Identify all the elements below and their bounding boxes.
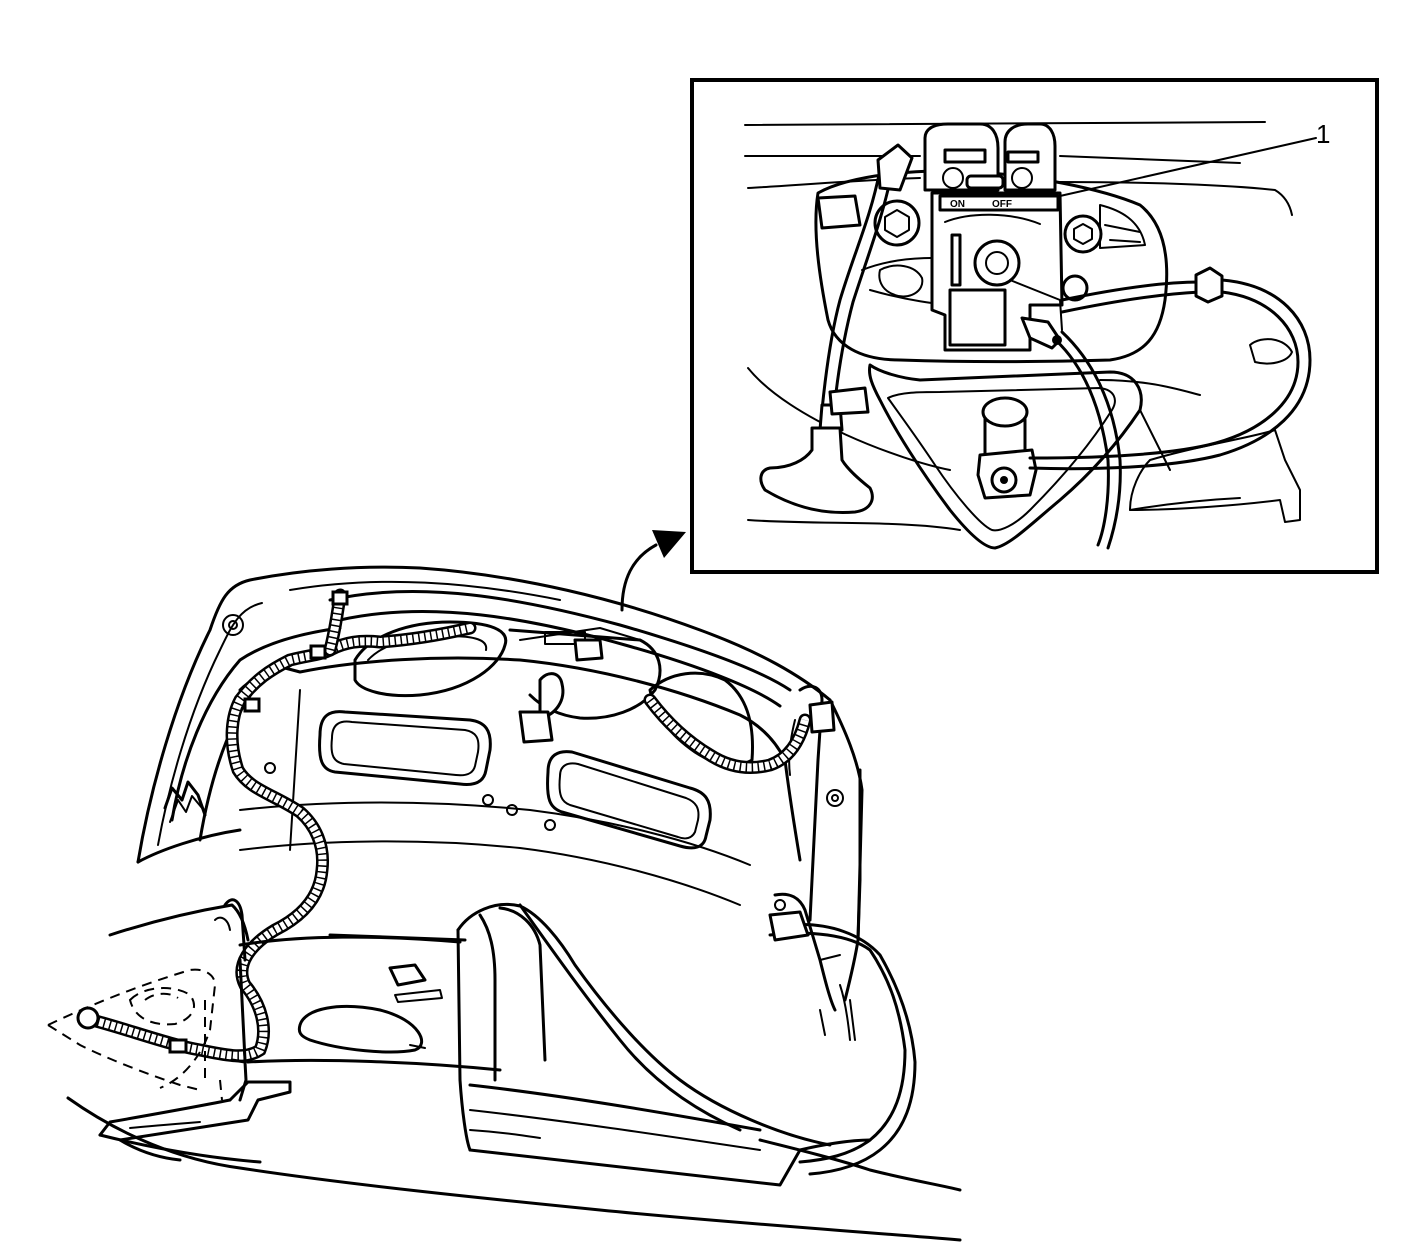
detail-inset: ON OFF xyxy=(690,78,1379,574)
switch-on-label: ON xyxy=(950,199,965,210)
bolt-lower-icon xyxy=(1061,274,1089,302)
harness-conduit-outline xyxy=(85,643,337,1063)
callout-1: 1 xyxy=(1059,119,1330,197)
bolt-left-icon xyxy=(873,199,921,247)
release-t-handle xyxy=(759,426,874,515)
callout-1-label: 1 xyxy=(1316,119,1330,149)
wiring-harness xyxy=(85,588,812,1063)
inset-right-structure xyxy=(1129,338,1301,523)
release-cable-left xyxy=(759,143,914,515)
harness-conduit-ribs xyxy=(325,594,345,652)
trunk-lid xyxy=(136,565,864,1002)
harness-connector xyxy=(331,590,349,606)
switch-off-label: OFF xyxy=(992,199,1012,210)
bolt-right-icon xyxy=(1063,214,1103,254)
trunk-compartment xyxy=(47,768,962,1242)
lower-panel xyxy=(868,363,1201,550)
detail-pointer-arrow xyxy=(620,530,686,612)
harness-connector xyxy=(243,697,261,713)
latch-pivot xyxy=(973,239,1021,287)
latch-striker xyxy=(923,122,1057,192)
harness-conduit-fill xyxy=(646,696,809,772)
harness-connector xyxy=(168,1038,188,1054)
harness-conduit-fill xyxy=(88,646,334,1060)
trunk-lid-latch: ON OFF xyxy=(930,191,1064,352)
release-cable-right xyxy=(1028,266,1312,471)
harness-conduit-ribs xyxy=(90,645,333,1061)
harness-connector xyxy=(309,644,327,660)
harness-grommet-icon xyxy=(76,1006,100,1030)
latch-switch-strip xyxy=(938,194,1060,212)
harness-conduit-fill xyxy=(326,624,474,654)
latch-harness xyxy=(1020,316,1122,550)
callout-1-leader xyxy=(1059,137,1317,197)
latch-bolts xyxy=(873,199,1103,302)
